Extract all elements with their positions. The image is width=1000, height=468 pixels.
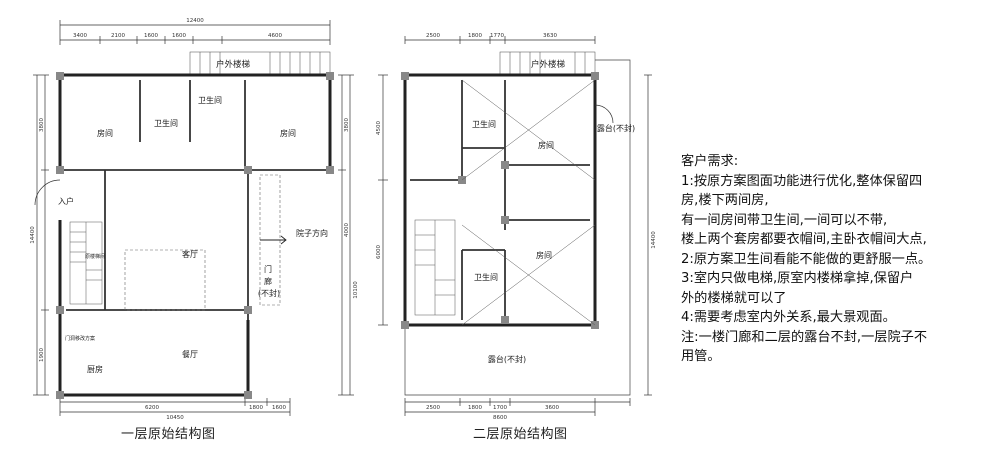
p2-left-dim-1: 4500: [376, 121, 382, 135]
note-line: 注:一楼门廊和二层的露台不封,一层院子不: [681, 329, 928, 345]
second-floor-plan: 2500 1800 1770 3630 2500 1800 1700 3600 …: [376, 33, 657, 421]
p2-top-dim-2: 1800: [468, 33, 482, 39]
top-dim-4: 1600: [172, 33, 186, 39]
notes-title: 客户需求:: [681, 154, 739, 169]
bottom-dim-1: 6200: [145, 405, 159, 411]
porch-label-1: 门: [264, 264, 272, 274]
p2-top-dim-4: 3630: [543, 33, 557, 39]
p2-room-bedroom-top: 房间: [538, 140, 554, 150]
left-dim-2: 1900: [39, 348, 45, 362]
p2-bottom-dim-1: 2500: [426, 405, 440, 411]
p2-bottom-total: 8600: [493, 415, 507, 421]
p2-room-bath-top: 卫生间: [472, 119, 496, 129]
right-total-dim: 10100: [353, 281, 359, 299]
left-dim-1: 3800: [39, 118, 45, 132]
first-floor-caption: 一层原始结构图: [121, 427, 216, 442]
note-line: 1:按原方案图面功能进行优化,整体保留四: [681, 173, 923, 189]
room-bedroom-right: 房间: [280, 128, 296, 138]
p2-room-bath-bottom: 卫生间: [474, 272, 498, 282]
note-line: 3:室内只做电梯,原室内楼梯拿掉,保留户: [681, 271, 914, 286]
note-line: 有一间房间带卫生间,一间可以不带,: [681, 212, 888, 228]
p2-terrace-bottom: 露台(不封): [488, 354, 526, 364]
note-line: 楼上两个套房都要衣帽间,主卧衣帽间大点,: [681, 232, 927, 247]
top-dim-2: 2100: [111, 33, 125, 39]
bottom-dim-2: 1800: [249, 405, 263, 411]
note-line: 房,楼下两间房,: [681, 193, 769, 208]
top-dim-1: 3400: [73, 33, 87, 39]
p2-left-dim-2: 6000: [376, 245, 382, 259]
client-requirements: 客户需求: 1:按原方案图面功能进行优化,整体保留四 房,楼下两间房, 有一间房…: [681, 152, 981, 367]
p2-top-dim-3: 1770: [490, 33, 504, 39]
bottom-dim-3: 1600: [272, 405, 286, 411]
room-bedroom-left: 房间: [97, 128, 113, 138]
door-change-note: 门洞移改方案: [65, 335, 95, 342]
p2-bottom-dim-3: 1700: [493, 405, 507, 411]
outdoor-stair-label: 户外楼梯: [216, 59, 251, 70]
room-living: 客厅: [182, 249, 198, 259]
top-dim-3: 1600: [144, 33, 158, 39]
right-dim-2: 4000: [344, 223, 350, 237]
room-bath-b: 卫生间: [198, 95, 222, 105]
note-line: 外的楼梯就可以了: [681, 290, 787, 306]
yard-direction: 院子方向: [296, 228, 328, 238]
p2-outdoor-stair-label: 户外楼梯: [531, 59, 566, 70]
top-dim-5: 4600: [268, 33, 282, 39]
entrance-label: 入户: [58, 196, 74, 206]
note-line: 用管。: [681, 349, 721, 364]
left-total-dim: 14400: [30, 226, 36, 244]
p2-bottom-dim-2: 1800: [468, 405, 482, 411]
right-dim-1: 3800: [344, 118, 350, 132]
p2-terrace-right: 露台(不封): [597, 123, 635, 133]
second-floor-caption: 二层原始结构图: [473, 427, 568, 442]
p2-top-dim-1: 2500: [426, 33, 440, 39]
porch-note: (不封): [258, 288, 280, 298]
p2-right-total: 14400: [651, 231, 657, 249]
first-floor-plan: 12400 3400 2100 1600 1600 4600 6200 1800…: [30, 18, 359, 421]
note-line: 2:原方案卫生间看能不能做的更舒服一点。: [681, 251, 932, 267]
p2-room-bedroom-bottom: 房间: [536, 250, 552, 260]
room-dining: 餐厅: [182, 350, 198, 359]
porch-label-2: 廊: [264, 276, 272, 286]
room-stairwell: 原楼梯间: [85, 253, 105, 260]
room-kitchen: 厨房: [87, 364, 103, 374]
note-line: 4:需要考虑室内外关系,最大景观面。: [681, 310, 896, 325]
top-total-dim: 12400: [186, 18, 204, 24]
bottom-total-dim: 10450: [166, 415, 184, 421]
room-bath-a: 卫生间: [154, 118, 178, 128]
p2-bottom-dim-4: 3600: [545, 405, 559, 411]
